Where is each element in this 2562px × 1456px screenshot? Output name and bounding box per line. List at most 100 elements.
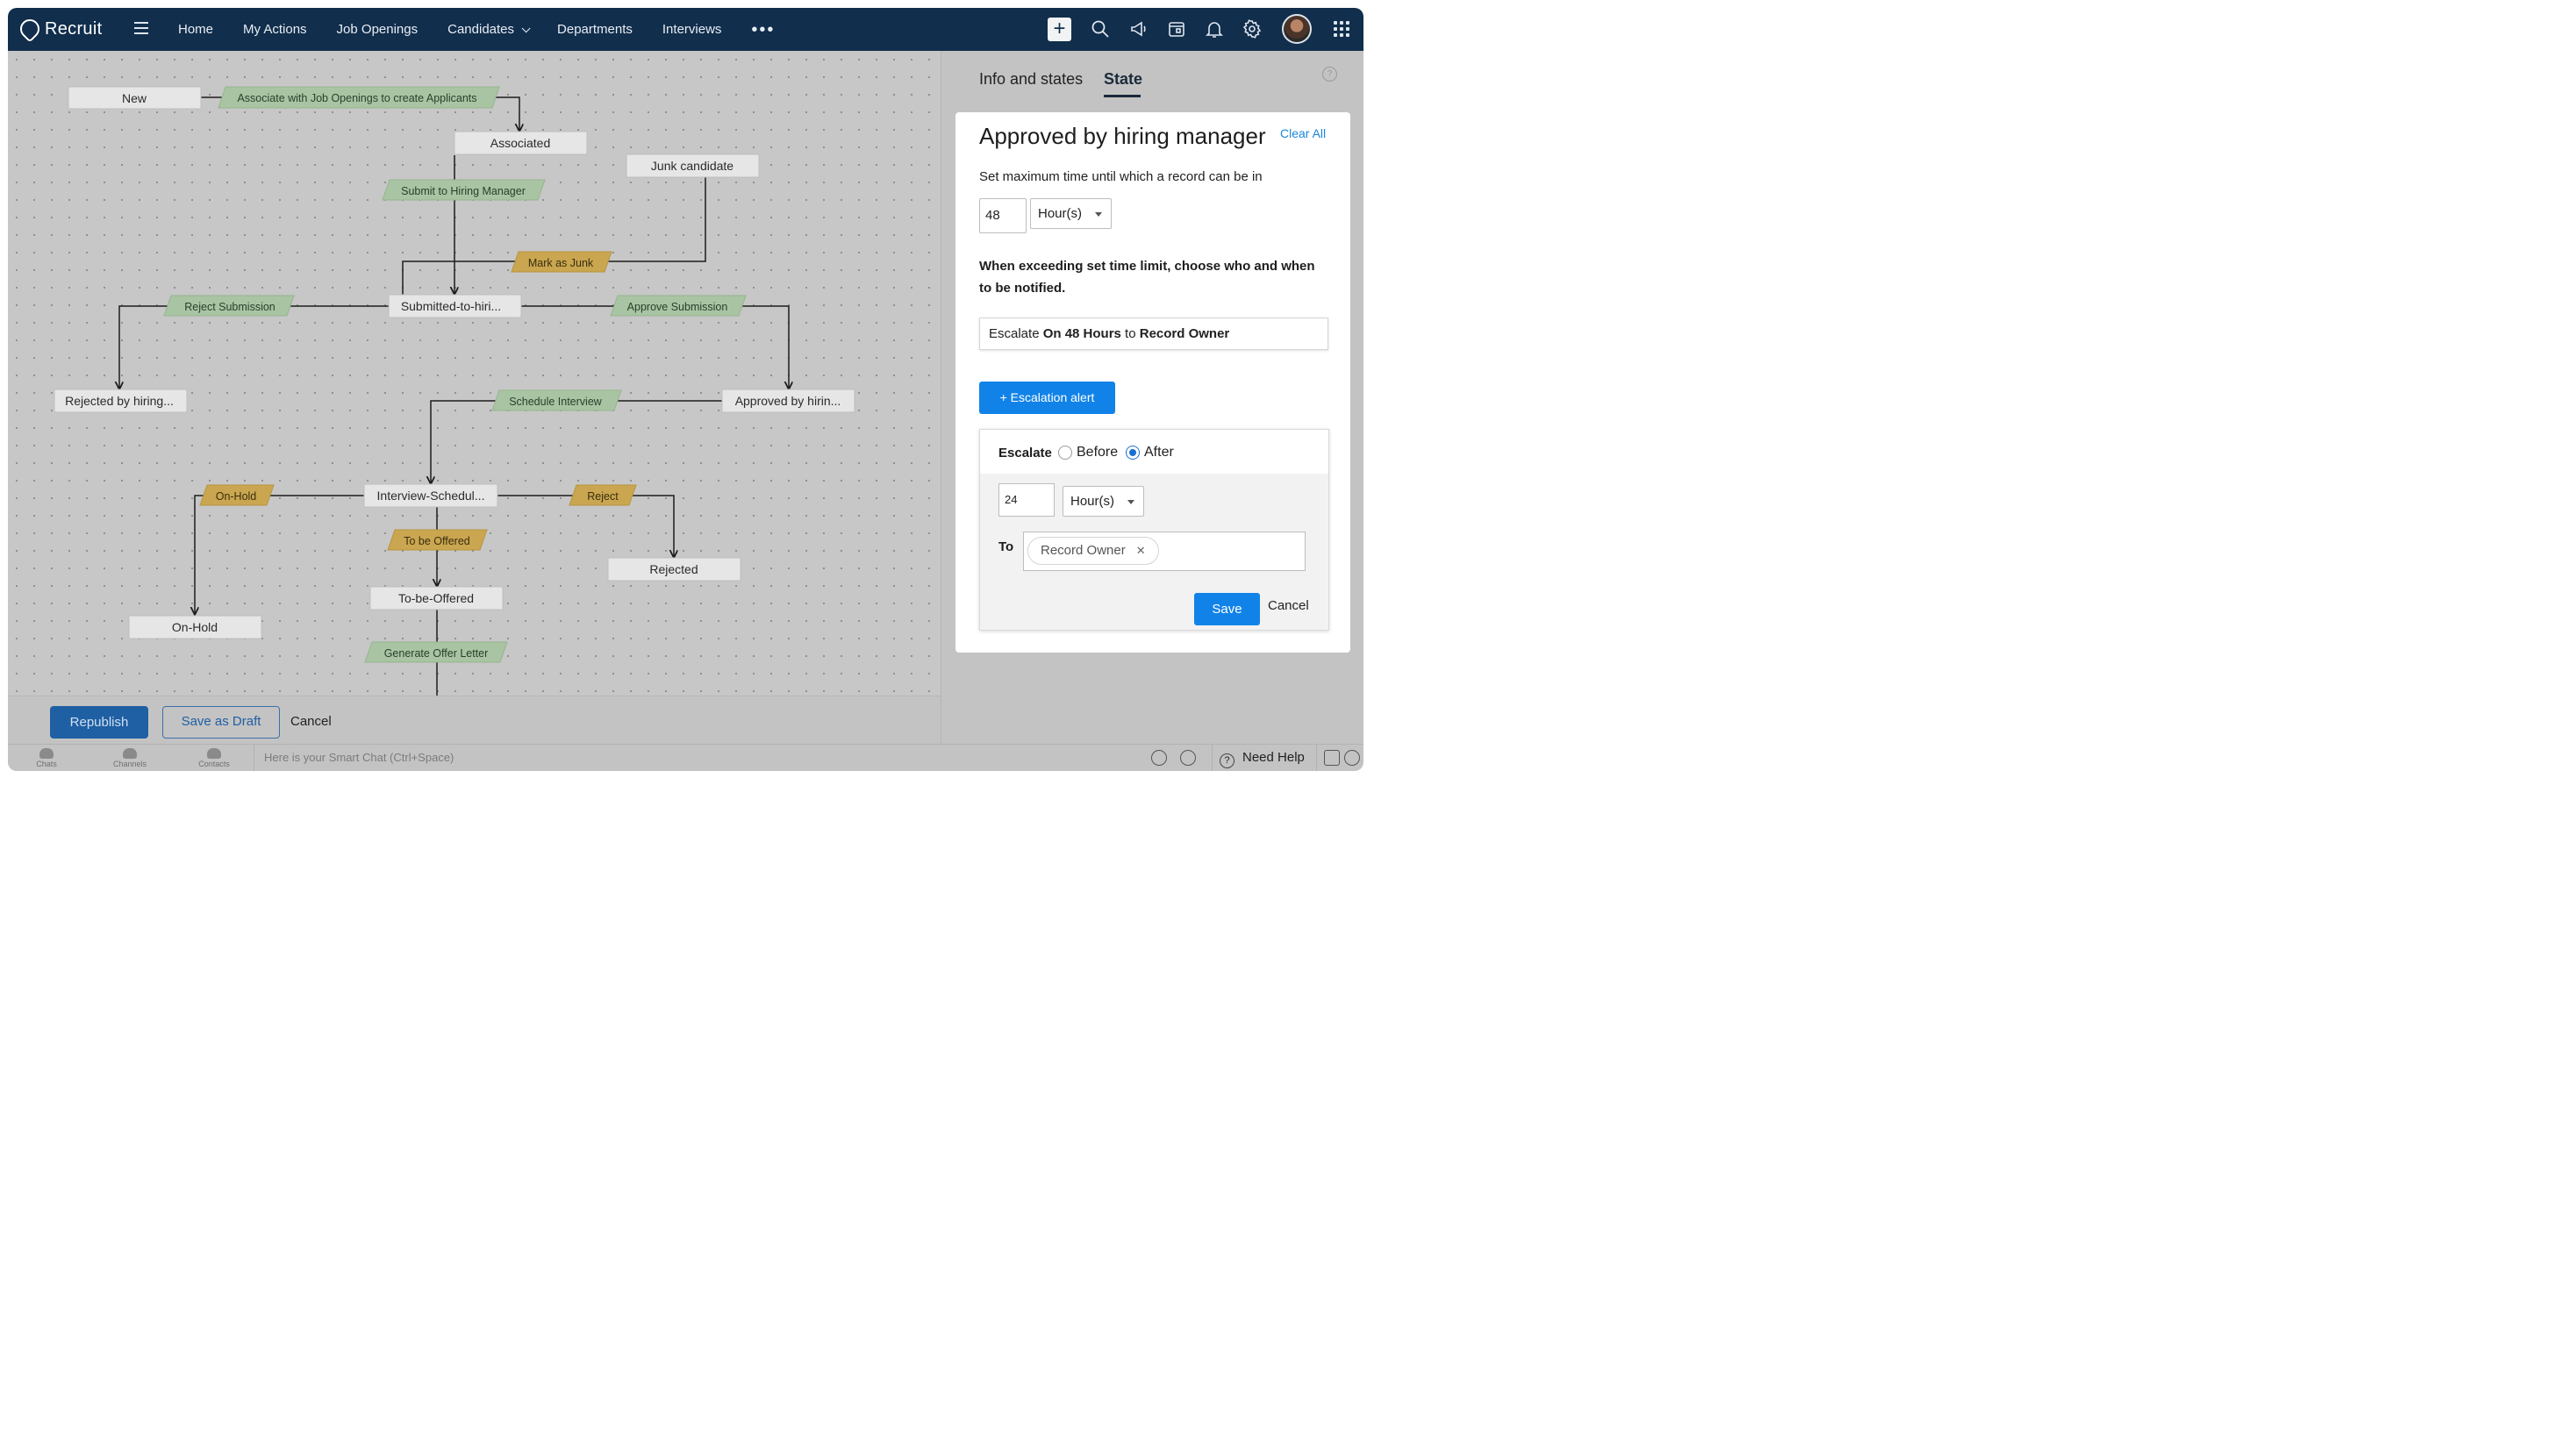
state-interview-scheduled[interactable]: Interview-Schedul... bbox=[363, 483, 498, 508]
state-rejected-label: Rejected bbox=[649, 562, 698, 576]
radio-before-label: Before bbox=[1077, 445, 1119, 460]
transition-to-be-offered-label: To be Offered bbox=[404, 535, 470, 547]
cancel-button[interactable]: Cancel bbox=[290, 714, 332, 729]
app-logo[interactable]: Recruit bbox=[16, 15, 103, 43]
calendar-icon[interactable] bbox=[1166, 18, 1187, 39]
state-new-label: New bbox=[122, 91, 147, 105]
apps-grid-icon[interactable] bbox=[1334, 21, 1349, 37]
history-icon[interactable] bbox=[1180, 750, 1196, 766]
gear-icon[interactable] bbox=[1242, 18, 1263, 39]
radio-after-circle bbox=[1126, 446, 1140, 460]
summary-who: Record Owner bbox=[1139, 326, 1230, 341]
tab-info-and-states[interactable]: Info and states bbox=[979, 70, 1084, 88]
transition-on-hold[interactable]: On-Hold bbox=[199, 484, 275, 506]
channels-icon bbox=[123, 748, 137, 759]
state-rejected-by-hiring-label: Rejected by hiring... bbox=[65, 394, 174, 408]
search-icon[interactable] bbox=[1090, 18, 1111, 39]
save-button[interactable]: Save bbox=[1194, 593, 1260, 625]
tab-state[interactable]: State bbox=[1104, 70, 1143, 88]
main-menu: Home My Actions Job Openings Candidates … bbox=[178, 8, 775, 51]
radio-after-label: After bbox=[1144, 445, 1174, 460]
state-submitted[interactable]: Submitted-to-hiri... bbox=[388, 294, 522, 318]
help-icon[interactable]: ? bbox=[1322, 67, 1337, 82]
blueprint-flow: Associate with Job Openings to create Ap… bbox=[54, 86, 855, 696]
state-associated[interactable]: Associated bbox=[454, 131, 588, 155]
republish-button[interactable]: Republish bbox=[50, 706, 148, 739]
smart-chat-input[interactable]: Here is your Smart Chat (Ctrl+Space) bbox=[254, 745, 454, 771]
avatar[interactable] bbox=[1282, 14, 1312, 44]
contacts-button[interactable]: Contacts bbox=[188, 748, 240, 768]
transition-mark-junk[interactable]: Mark as Junk bbox=[511, 251, 612, 273]
transition-offer-letter[interactable]: Generate Offer Letter bbox=[364, 641, 508, 663]
more-menu-icon[interactable]: ••• bbox=[751, 19, 776, 39]
transition-submit[interactable]: Submit to Hiring Manager bbox=[382, 179, 546, 201]
escalation-summary[interactable]: Escalate On 48 Hours to Record Owner bbox=[979, 318, 1328, 350]
state-rejected[interactable]: Rejected bbox=[607, 557, 741, 582]
close-icon[interactable]: ✕ bbox=[1135, 544, 1146, 557]
recipient-field[interactable]: Record Owner ✕ bbox=[1023, 532, 1306, 571]
question-icon: ? bbox=[1220, 753, 1234, 768]
state-title: Approved by hiring manager bbox=[979, 123, 1266, 149]
summary-when: On 48 Hours bbox=[1042, 326, 1121, 341]
transition-to-be-offered[interactable]: To be Offered bbox=[387, 529, 488, 551]
state-to-be-offered[interactable]: To-be-Offered bbox=[369, 586, 504, 610]
summary-prefix: Escalate bbox=[989, 326, 1043, 341]
channels-button[interactable]: Channels bbox=[104, 748, 156, 768]
transition-reject[interactable]: Reject bbox=[569, 484, 637, 506]
nav-home[interactable]: Home bbox=[178, 22, 214, 37]
need-help-button[interactable]: ?Need Help bbox=[1212, 745, 1317, 771]
escalate-label: Escalate bbox=[998, 446, 1052, 460]
state-new[interactable]: New bbox=[68, 86, 202, 110]
chats-button[interactable]: Chats bbox=[20, 748, 73, 768]
bell-icon[interactable] bbox=[1204, 18, 1225, 39]
escalate-time-input[interactable]: 24 bbox=[998, 483, 1055, 517]
transition-schedule-interview-label: Schedule Interview bbox=[509, 396, 603, 408]
nav-interviews[interactable]: Interviews bbox=[662, 22, 722, 37]
max-time-unit-select[interactable]: Hour(s) bbox=[1030, 198, 1112, 229]
state-interview-scheduled-label: Interview-Schedul... bbox=[377, 489, 485, 503]
active-tab-indicator bbox=[1104, 95, 1141, 97]
notes-icon[interactable] bbox=[1324, 750, 1340, 766]
transition-approve-submission[interactable]: Approve Submission bbox=[610, 295, 747, 317]
state-submitted-label: Submitted-to-hiri... bbox=[401, 299, 501, 313]
state-junk-candidate[interactable]: Junk candidate bbox=[626, 153, 760, 178]
search-icon[interactable] bbox=[1344, 750, 1360, 766]
radio-before[interactable]: Before bbox=[1058, 445, 1118, 460]
add-escalation-alert-button[interactable]: + Escalation alert bbox=[979, 382, 1115, 414]
nav-job-openings[interactable]: Job Openings bbox=[336, 22, 419, 37]
state-on-hold[interactable]: On-Hold bbox=[128, 615, 262, 639]
edge-approved-interview bbox=[431, 400, 722, 484]
nav-my-actions[interactable]: My Actions bbox=[243, 22, 307, 37]
max-time-label: Set maximum time until which a record ca… bbox=[979, 169, 1263, 184]
alarm-clock-icon[interactable] bbox=[1151, 750, 1167, 766]
app-name: Recruit bbox=[45, 18, 103, 39]
edge-interview-rejected bbox=[497, 495, 674, 558]
transition-schedule-interview[interactable]: Schedule Interview bbox=[491, 389, 622, 411]
escalation-editor-body: 24 Hour(s) To Record Owner ✕ Save Cancel bbox=[980, 474, 1328, 630]
panel-tabs: Info and states State ? bbox=[941, 51, 1363, 103]
save-as-draft-button[interactable]: Save as Draft bbox=[162, 706, 280, 739]
state-associated-label: Associated bbox=[490, 136, 550, 150]
state-rejected-by-hiring[interactable]: Rejected by hiring... bbox=[54, 389, 188, 413]
cancel-escalation-button[interactable]: Cancel bbox=[1268, 598, 1309, 613]
state-on-hold-label: On-Hold bbox=[172, 620, 218, 634]
state-to-be-offered-label: To-be-Offered bbox=[398, 591, 474, 605]
clear-all-link[interactable]: Clear All bbox=[1280, 126, 1327, 140]
plus-icon[interactable]: + bbox=[1048, 18, 1071, 41]
blueprint-canvas[interactable]: Associate with Job Openings to create Ap… bbox=[8, 51, 941, 696]
transition-associate[interactable]: Associate with Job Openings to create Ap… bbox=[218, 86, 500, 109]
max-time-input[interactable]: 48 bbox=[979, 198, 1027, 233]
radio-after[interactable]: After bbox=[1126, 445, 1174, 460]
transition-approve-submission-label: Approve Submission bbox=[627, 301, 728, 313]
nav-departments[interactable]: Departments bbox=[557, 22, 633, 37]
blueprint-actions-bar: Republish Save as Draft Cancel bbox=[8, 696, 941, 744]
transition-reject-submission[interactable]: Reject Submission bbox=[163, 295, 295, 317]
transition-reject-submission-label: Reject Submission bbox=[184, 301, 276, 313]
hamburger-menu-icon[interactable] bbox=[134, 22, 148, 34]
megaphone-icon[interactable] bbox=[1128, 18, 1149, 39]
smart-chat-bar: Chats Channels Contacts Here is your Sma… bbox=[8, 744, 1363, 771]
nav-candidates[interactable]: Candidates bbox=[447, 22, 531, 37]
recipient-chip: Record Owner ✕ bbox=[1027, 537, 1159, 565]
state-approved-by-hiring[interactable]: Approved by hirin... bbox=[721, 389, 855, 413]
escalate-unit-select[interactable]: Hour(s) bbox=[1063, 486, 1144, 517]
